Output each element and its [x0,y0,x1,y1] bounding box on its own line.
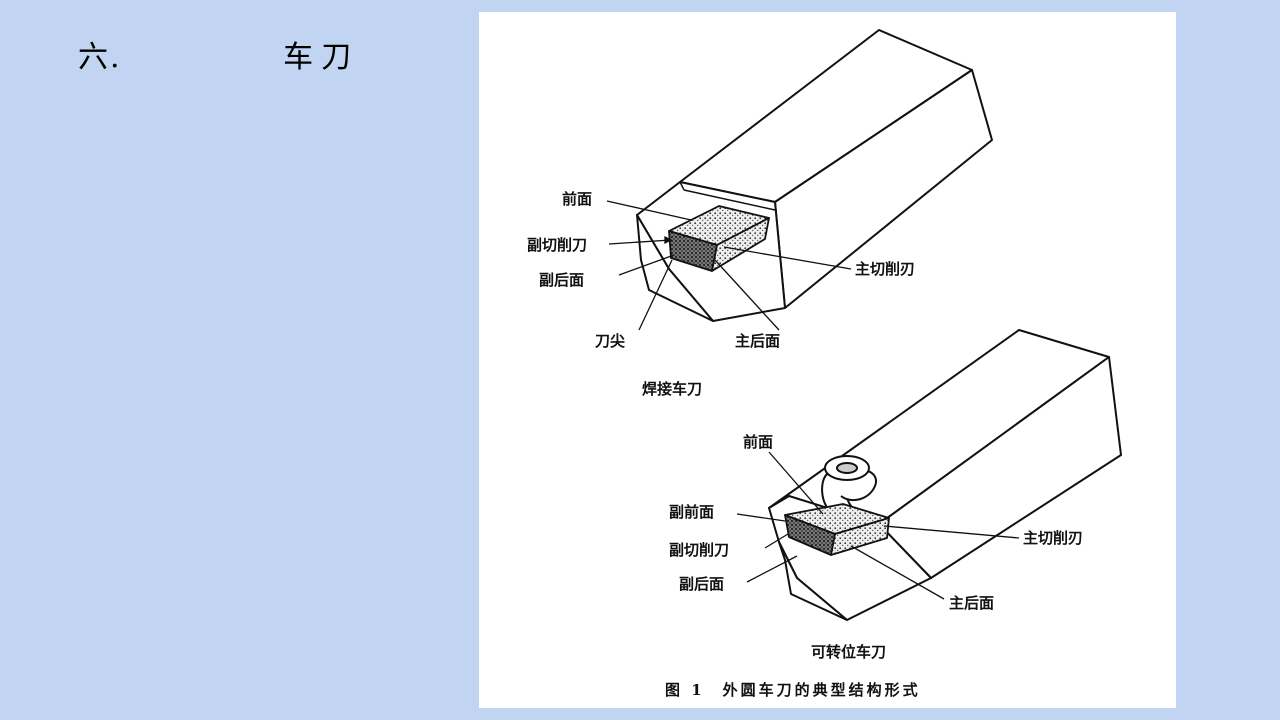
figure-panel: 前面 副切削刀 副后面 主切削刃 刀尖 主后面 焊接车刀 [479,12,1176,708]
welded-labels: 前面 副切削刀 副后面 主切削刃 刀尖 主后面 [527,190,915,350]
indexable-leader-lines [736,451,1020,600]
indexable-head-left-face [778,541,848,621]
indexable-label-major-cutting-edge: 主切削刃 [1023,529,1083,547]
welded-head-left-face [636,214,714,322]
slide-title: 六. 车刀 [78,32,359,76]
indexable-insert-side [830,517,890,556]
welded-tool-name: 焊接车刀 [642,380,702,398]
indexable-insert [784,503,890,556]
indexable-labels: 前面 副前面 副切削刀 副后面 主切削刃 主后面 [669,433,1083,612]
welded-label-rake-face: 前面 [562,190,592,208]
figure-caption: 图 1 外圆车刀的典型结构形式 [665,681,921,699]
welded-label-major-cutting-edge: 主切削刃 [855,260,915,278]
welded-tool-drawing [636,29,993,322]
welded-insert [668,205,770,272]
welded-insert-side [711,217,770,272]
welded-label-tool-tip: 刀尖 [595,332,625,350]
lathe-tool-diagram: 前面 副切削刀 副后面 主切削刃 刀尖 主后面 焊接车刀 [527,29,1122,699]
indexable-label-major-flank: 主后面 [949,594,994,612]
slide-title-number: 六. [78,40,122,75]
welded-label-major-flank: 主后面 [735,332,780,350]
indexable-tool-name: 可转位车刀 [811,643,886,661]
welded-leader-lines [606,200,852,331]
indexable-label-minor-flank: 副后面 [679,575,724,593]
indexable-label-minor-rake-face: 副前面 [669,503,714,521]
welded-label-minor-cutting-edge: 副切削刀 [527,236,587,254]
indexable-clamp [821,455,878,514]
indexable-tool-drawing [768,329,1122,621]
indexable-label-rake-face: 前面 [743,433,773,451]
welded-label-minor-flank: 副后面 [539,271,584,289]
slide-title-text: 车刀 [283,40,360,75]
indexable-label-minor-cutting-edge: 副切削刀 [669,541,729,559]
